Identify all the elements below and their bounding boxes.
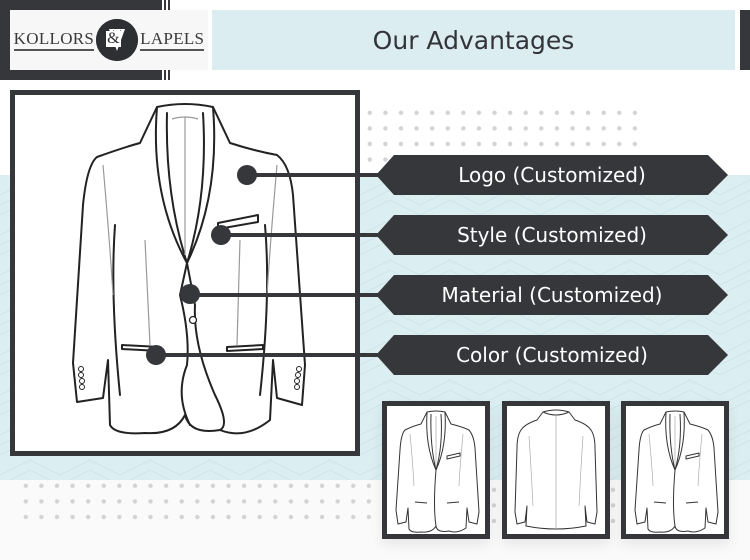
feature-tag-color[interactable]: Color (Customized) [376, 335, 728, 375]
feature-tag-logo[interactable]: Logo (Customized) [376, 155, 728, 195]
material-connector-line [193, 293, 380, 297]
jacket-front-icon [395, 410, 480, 533]
feature-label: Material (Customized) [441, 283, 663, 307]
dot-grid-bottom [18, 478, 378, 530]
feature-label: Style (Customized) [457, 223, 647, 247]
logo-connector-line [250, 173, 380, 177]
page-title: Our Advantages [372, 25, 575, 55]
style-pin[interactable] [211, 225, 231, 245]
dot-grid-between-thumbs-2 [607, 482, 619, 530]
jacket-front-icon [72, 103, 306, 435]
jacket-front-icon [634, 410, 719, 533]
tag-shape [376, 215, 728, 255]
feature-label: Color (Customized) [456, 343, 648, 367]
style-connector-line [224, 233, 380, 237]
jacket-back-icon [514, 409, 598, 530]
logo-text-right: LAPELS [140, 29, 205, 51]
tag-shape [376, 155, 728, 195]
logo-text-left: KOLLORS [13, 29, 95, 51]
tag-shape [376, 275, 728, 315]
color-pin[interactable] [146, 345, 166, 365]
thumbnail-back[interactable] [502, 401, 610, 539]
logo-pin[interactable] [237, 165, 257, 185]
tag-shape [376, 335, 728, 375]
feature-tag-style[interactable]: Style (Customized) [376, 215, 728, 255]
header-right-bar [740, 10, 750, 70]
feature-label: Logo (Customized) [458, 163, 646, 187]
dot-grid-between-thumbs-1 [488, 482, 500, 530]
thumbnail-front-1[interactable] [382, 401, 490, 539]
main-jacket-frame [10, 90, 360, 456]
brand-logo[interactable]: KOLLORS & LAPELS [10, 10, 208, 70]
material-pin[interactable] [180, 284, 200, 304]
page-title-banner: Our Advantages [212, 10, 735, 70]
color-connector-line [159, 353, 380, 357]
tuxedo-icon: & [96, 19, 139, 61]
thumbnail-front-2[interactable] [621, 401, 729, 539]
feature-tag-material[interactable]: Material (Customized) [376, 275, 728, 315]
logo-ampersand: & [106, 30, 121, 47]
